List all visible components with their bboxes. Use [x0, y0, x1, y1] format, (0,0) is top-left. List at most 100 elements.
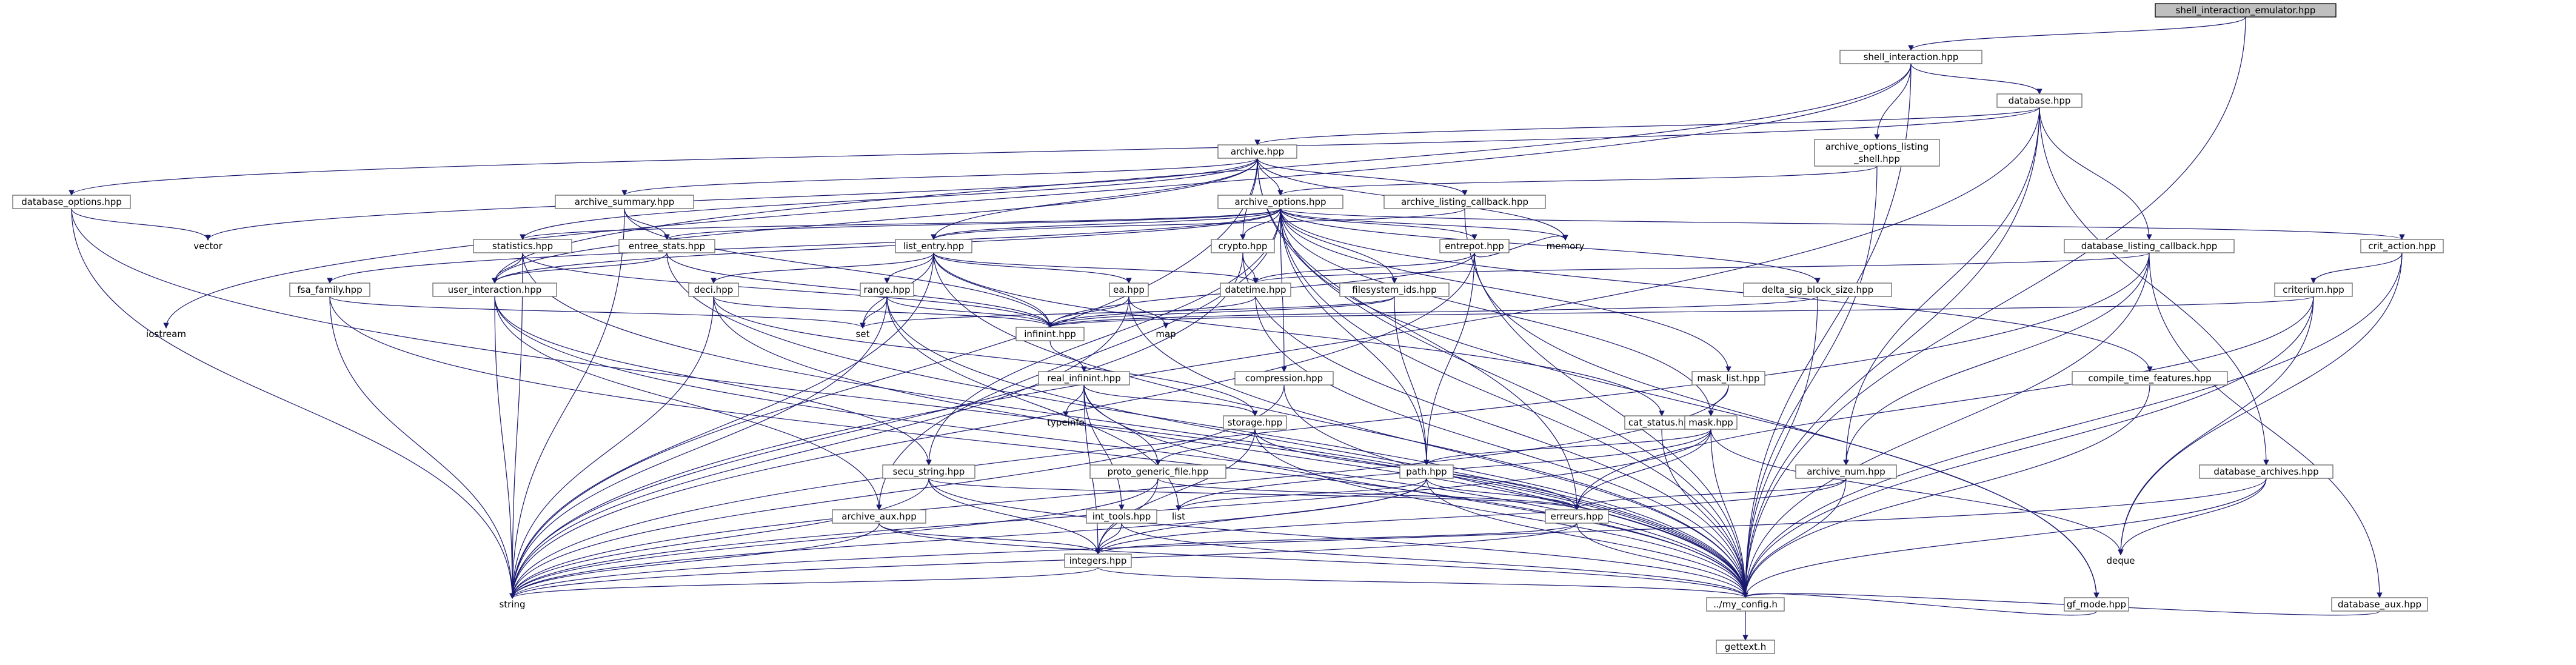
node-storage[interactable]: storage.hpp — [1223, 415, 1287, 430]
edge-secu_string-to-my_config — [928, 478, 1748, 598]
edge-filesystem_ids-to-path — [1394, 296, 1430, 466]
node-compile-time-features[interactable]: compile_time_features.hpp — [2072, 371, 2228, 386]
edge-archive_options-to-crit_action — [1280, 208, 2405, 240]
node-mask-list[interactable]: mask_list.hpp — [1691, 371, 1765, 386]
node-database[interactable]: database.hpp — [1996, 93, 2083, 108]
node-box — [1038, 371, 1130, 386]
node-cat-status[interactable]: cat_status.hpp — [1624, 415, 1699, 430]
node-box — [1086, 509, 1157, 524]
node-crit-action[interactable]: crit_action.hpp — [2360, 239, 2444, 253]
node-proto-generic-file[interactable]: proto_generic_file.hpp — [1089, 464, 1226, 479]
edge-archive_options_listing_shell-to-archive_options — [1277, 165, 1878, 196]
node-gf-mode[interactable]: gf_mode.hpp — [2064, 597, 2129, 612]
node-datetime[interactable]: datetime.hpp — [1220, 282, 1291, 297]
edge-list_entry-to-range — [884, 252, 934, 284]
edge-real_infinint-to-storage — [1083, 384, 1258, 416]
edge-database-to-my_config — [1742, 107, 2040, 598]
node-database-archives[interactable]: database_archives.hpp — [2199, 464, 2333, 479]
node-crypto[interactable]: crypto.hpp — [1211, 239, 1275, 253]
node-label: infinint.hpp — [1024, 329, 1076, 339]
edge-archive_options-to-memory — [1280, 208, 1568, 241]
node-label: crypto.hpp — [1219, 241, 1268, 252]
node-infinint[interactable]: infinint.hpp — [1015, 327, 1085, 341]
edge-list_entry-to-my_config — [933, 252, 1748, 598]
node-box — [2331, 597, 2428, 612]
edge-criterium-to-erreurs — [1574, 296, 2314, 510]
edge-ea-to-infinint — [1047, 296, 1129, 328]
edge-database_options-to-my_config — [71, 208, 1748, 598]
node-label: map — [1156, 329, 1176, 339]
node-box — [1217, 195, 1343, 209]
node-archive[interactable]: archive.hpp — [1217, 144, 1297, 159]
node-real-infinint[interactable]: real_infinint.hpp — [1038, 371, 1130, 386]
node-label: archive_listing_callback.hpp — [1401, 196, 1528, 208]
edge-entrepot-to-datetime — [1253, 252, 1475, 284]
node-box — [895, 239, 972, 253]
node-entree-stats[interactable]: entree_stats.hpp — [618, 239, 715, 253]
node-delta-sig-block-size[interactable]: delta_sig_block_size.hpp — [1743, 282, 1892, 297]
node-box — [882, 464, 975, 479]
node-compression[interactable]: compression.hpp — [1234, 371, 1334, 386]
node-label: gf_mode.hpp — [2067, 599, 2126, 610]
node-label: cat_status.hpp — [1628, 417, 1695, 429]
node-archive-summary[interactable]: archive_summary.hpp — [555, 195, 694, 209]
node-box — [2064, 597, 2129, 612]
node-label: proto_generic_file.hpp — [1108, 466, 1209, 478]
node-shell-interaction[interactable]: shell_interaction.hpp — [1839, 50, 1982, 64]
edge-database_listing_callback-to-my_config — [1742, 252, 2150, 598]
node-archive-num[interactable]: archive_num.hpp — [1795, 464, 1897, 479]
node-label: storage.hpp — [1228, 417, 1282, 428]
edge-ea-to-my_config — [1128, 296, 1748, 598]
node-ea[interactable]: ea.hpp — [1109, 282, 1149, 297]
edge-database_listing_callback-to-database_aux — [2149, 252, 2383, 598]
edge-path-to-list — [1176, 478, 1427, 511]
edge-archive_options-to-archive_aux — [876, 208, 1281, 510]
node-label: user_interaction.hpp — [448, 284, 542, 296]
node-database-listing-callback[interactable]: database_listing_callback.hpp — [2064, 239, 2235, 253]
edge-infinint-to-real_infinint — [1049, 340, 1087, 372]
node-criterium[interactable]: criterium.hpp — [2274, 282, 2353, 297]
node-database-options[interactable]: database_options.hpp — [12, 195, 131, 209]
node-label: archive_summary.hpp — [575, 196, 675, 208]
edge-archive_options-to-entree_stats — [664, 208, 1281, 240]
node-box — [1064, 553, 1132, 568]
node-archive-aux[interactable]: archive_aux.hpp — [832, 509, 926, 524]
node-archive-listing-callback[interactable]: archive_listing_callback.hpp — [1383, 195, 1546, 209]
edge-database-to-database_options — [69, 107, 2040, 196]
node-entrepot[interactable]: entrepot.hpp — [1439, 239, 1510, 253]
node-archive-options-listing-shell[interactable]: archive_options_listing_shell.hpp — [1814, 139, 1940, 167]
node-archive-options[interactable]: archive_options.hpp — [1217, 195, 1343, 209]
node-fsa-family[interactable]: fsa_family.hpp — [289, 282, 370, 297]
node-label: gettext.h — [1725, 641, 1767, 652]
node-list-entry[interactable]: list_entry.hpp — [895, 239, 972, 253]
node-int-tools[interactable]: int_tools.hpp — [1086, 509, 1157, 524]
edge-mask-to-erreurs — [1574, 429, 1711, 510]
node-mask[interactable]: mask.hpp — [1684, 415, 1738, 430]
node-user-interaction[interactable]: user_interaction.hpp — [432, 282, 557, 297]
edge-crit_action-to-my_config — [1742, 252, 2403, 598]
node-range[interactable]: range.hpp — [860, 282, 914, 297]
node-my-config[interactable]: ../my_config.h — [1706, 597, 1785, 612]
edge-shell_interaction-to-iostream — [163, 63, 1912, 329]
edge-mask-to-path — [1423, 429, 1711, 466]
edge-archive_summary-to-infinint — [624, 208, 1053, 328]
node-deque: deque — [2106, 555, 2135, 566]
node-statistics[interactable]: statistics.hpp — [473, 239, 572, 253]
edge-erreurs-to-string — [509, 523, 1577, 599]
node-secu-string[interactable]: secu_string.hpp — [882, 464, 975, 479]
node-label: mask_list.hpp — [1697, 373, 1759, 384]
node-shell-interaction-emulator[interactable]: shell_interaction_emulator.hpp — [2155, 3, 2337, 18]
edge-archive_options-to-entrepot — [1280, 208, 1477, 240]
node-integers[interactable]: integers.hpp — [1064, 553, 1132, 568]
edge-gf_mode-to-my_config — [1742, 592, 2097, 616]
edge-database_options-to-vector — [71, 208, 211, 241]
edge-mask-to-my_config — [1710, 429, 1748, 598]
node-box — [1743, 282, 1892, 297]
node-gettext[interactable]: gettext.h — [1716, 640, 1775, 654]
node-iostream: iostream — [146, 329, 186, 339]
node-database-aux[interactable]: database_aux.hpp — [2331, 597, 2428, 612]
node-path[interactable]: path.hpp — [1399, 464, 1454, 479]
node-erreurs[interactable]: erreurs.hpp — [1545, 509, 1609, 524]
node-deci[interactable]: deci.hpp — [688, 282, 739, 297]
node-filesystem-ids[interactable]: filesystem_ids.hpp — [1339, 282, 1450, 297]
